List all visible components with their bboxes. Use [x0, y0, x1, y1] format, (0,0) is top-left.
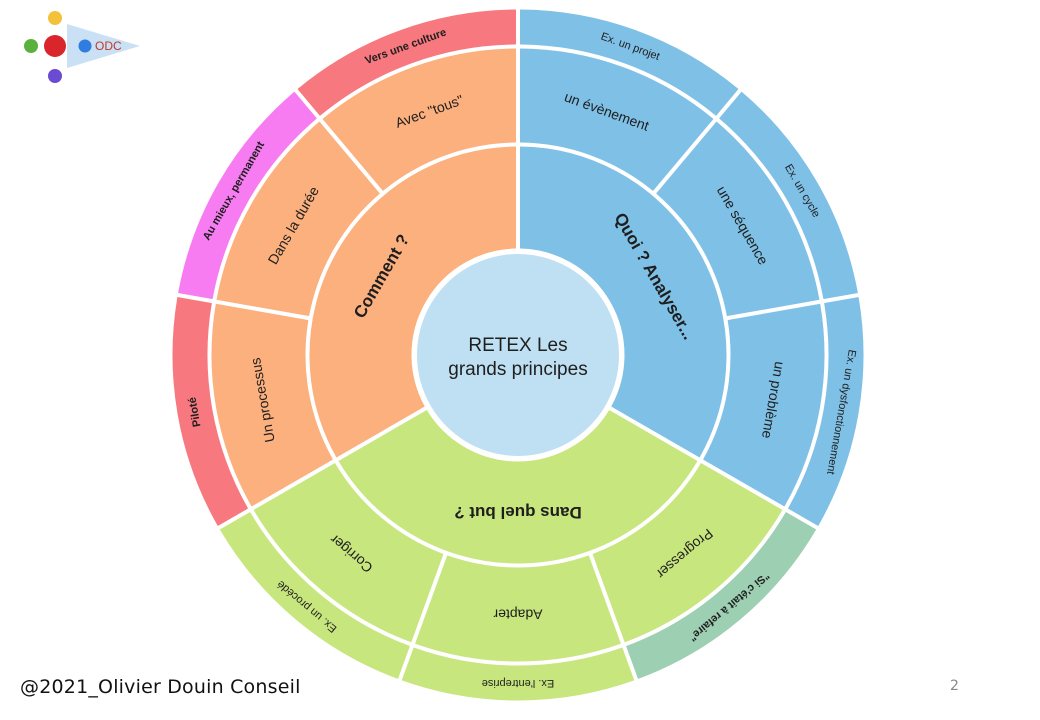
- outer-segment-comment-0: [172, 297, 248, 526]
- middle-segment-comment-1: [216, 121, 380, 317]
- inner-segment-but: [338, 410, 698, 564]
- group-label-but: Dans quel but ?: [454, 503, 582, 522]
- center-title-line1: RETEX Les: [468, 335, 567, 356]
- logo-dot-bottom: [48, 69, 62, 83]
- outer-segment-but-1: [401, 647, 635, 701]
- logo-arrow: [67, 24, 140, 68]
- center-title-line2: grands principes: [448, 359, 587, 380]
- outer-segment-quoi-1: [719, 91, 858, 300]
- middle-segment-quoi-0: [520, 48, 714, 191]
- logo-dot-top: [48, 11, 62, 25]
- logo-dot-left: [24, 39, 38, 53]
- outer-segment-comment-2: [297, 9, 516, 116]
- middle-segment-comment-2: [322, 48, 516, 191]
- logo-text: ODC: [95, 39, 122, 53]
- inner-segment-quoi: [520, 146, 727, 458]
- middle-segment-quoi-1: [656, 121, 820, 317]
- odc-logo: ODC: [24, 11, 140, 83]
- center-circle: [417, 254, 619, 456]
- copyright-footer: @2021_Olivier Douin Conseil: [20, 676, 301, 698]
- outer-segment-but-2: [219, 512, 410, 679]
- wheel-segments: [172, 9, 864, 701]
- outer-segment-quoi-2: [788, 297, 864, 526]
- middle-segment-but-1: [415, 555, 621, 662]
- middle-segment-but-0: [592, 463, 783, 643]
- page-number: 2: [950, 678, 959, 694]
- inner-segment-comment: [309, 146, 516, 458]
- middle-segment-quoi-2: [703, 303, 825, 507]
- middle-segment-comment-0: [211, 303, 333, 507]
- logo-dot-center: [44, 35, 66, 57]
- logo-dot-right: [78, 39, 92, 53]
- example-label-but-1: Ex. l'entreprise: [482, 677, 554, 689]
- middle-segment-but-2: [253, 463, 444, 643]
- outer-segment-comment-1: [178, 91, 317, 300]
- sub-label-but-1: Adapter: [493, 607, 542, 623]
- example-label-comment-0: Piloté: [186, 396, 203, 428]
- outer-segment-quoi-0: [520, 9, 739, 116]
- outer-segment-but-0: [626, 512, 817, 679]
